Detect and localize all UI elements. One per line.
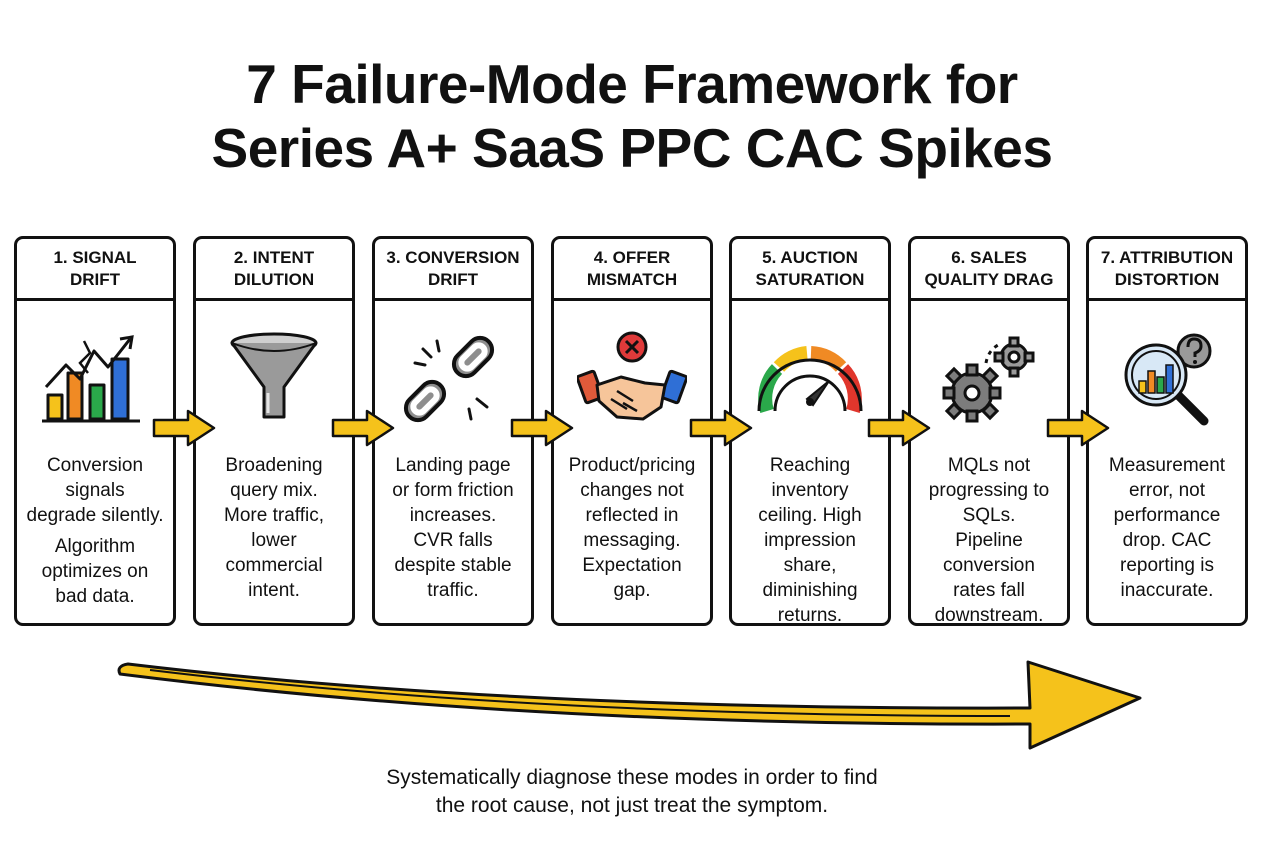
step-heading: 6. SALES QUALITY DRAG [911, 239, 1067, 301]
step-heading: 4. OFFER MISMATCH [554, 239, 710, 301]
description-line: ceiling. High [758, 505, 862, 526]
handshake-x-icon [554, 319, 710, 439]
description-line: Expectation [582, 555, 682, 576]
step-heading-line-1: 4. OFFER [593, 247, 671, 267]
gauge-icon [732, 319, 888, 439]
footer-line-2: the root cause, not just treat the sympt… [435, 794, 829, 817]
description-line: inventory [771, 480, 849, 501]
description-line: Broadening [225, 455, 323, 476]
step-heading-line-2: DRIFT [427, 269, 479, 289]
description-line: optimizes on [41, 561, 149, 582]
step-description: MQLs not progressing to SQLs. Pipeline c… [911, 453, 1067, 626]
step-description: Reaching inventory ceiling. High impress… [732, 453, 888, 626]
step-card-offer-mismatch: 4. OFFER MISMATCH Product/pricing change… [551, 236, 713, 626]
description-line: Algorithm [54, 536, 136, 557]
step-card-auction-saturation: 5. AUCTION SATURATION Reaching inventory… [729, 236, 891, 626]
description-line: impression [764, 530, 856, 551]
description-line: reporting is [1120, 555, 1214, 576]
broken-chain-icon [375, 319, 531, 439]
description-line: rates fall [953, 580, 1025, 601]
description-line: commercial [225, 555, 323, 576]
step-heading-line-1: 5. AUCTION [762, 247, 858, 267]
step-heading-line-1: 3. CONVERSION [386, 247, 520, 267]
description-line: signals [65, 480, 125, 501]
magnifier-question-icon [1089, 319, 1245, 439]
step-card-signal-drift: 1. SIGNAL DRIFT Conversion signals degra… [14, 236, 176, 626]
description-line: SQLs. [962, 505, 1016, 526]
step-heading-line-2: DISTORTION [1114, 269, 1220, 289]
description-line: CVR falls [413, 530, 493, 551]
step-card-sales-quality-drag: 6. SALES QUALITY DRAG [908, 236, 1070, 626]
description-line: increases. [409, 505, 497, 526]
connector-arrow-icon [510, 409, 574, 447]
step-heading: 2. INTENT DILUTION [196, 239, 352, 301]
description-line: despite stable [394, 555, 512, 576]
step-card-attribution-distortion: 7. ATTRIBUTION DISTORTION Measurement er… [1086, 236, 1248, 626]
description-line: lower [251, 530, 297, 551]
step-description: Conversion signals degrade silently. Alg… [17, 453, 173, 609]
connector-arrow-icon [331, 409, 395, 447]
connector-arrow-icon [152, 409, 216, 447]
title-line-1: 7 Failure-Mode Framework for [246, 53, 1018, 115]
description-line: Landing page [395, 455, 511, 476]
description-line: Measurement [1108, 455, 1226, 476]
connector-arrow-icon [1046, 409, 1110, 447]
description-line: share, [783, 555, 837, 576]
step-heading: 7. ATTRIBUTION DISTORTION [1089, 239, 1245, 301]
description-line: Pipeline [955, 530, 1023, 551]
description-line: MQLs not [947, 455, 1031, 476]
funnel-icon [196, 319, 352, 439]
description-line: Reaching [769, 455, 851, 476]
step-heading-line-2: MISMATCH [586, 269, 678, 289]
step-heading-line-2: SATURATION [755, 269, 865, 289]
step-description: Broadening query mix. More traffic, lowe… [196, 453, 352, 603]
connector-arrow-icon [867, 409, 931, 447]
connector-arrow-icon [689, 409, 753, 447]
step-heading: 5. AUCTION SATURATION [732, 239, 888, 301]
description-line: gap. [613, 580, 651, 601]
page-title: 7 Failure-Mode Framework for Series A+ S… [0, 52, 1264, 180]
footer-line-1: Systematically diagnose these modes in o… [386, 766, 878, 789]
description-line: query mix. [230, 480, 318, 501]
step-description: Landing page or form friction increases.… [375, 453, 531, 603]
description-line: diminishing [762, 580, 858, 601]
step-card-conversion-drift: 3. CONVERSION DRIFT Landing page or form… [372, 236, 534, 626]
description-line: Product/pricing [568, 455, 696, 476]
step-heading-line-1: 2. INTENT [233, 247, 315, 267]
step-heading-line-1: 1. SIGNAL [53, 247, 137, 267]
description-line: More traffic, [224, 505, 324, 526]
description-line: bad data. [55, 586, 135, 607]
step-heading: 3. CONVERSION DRIFT [375, 239, 531, 301]
description-line: or form friction [392, 480, 514, 501]
gears-icon [911, 319, 1067, 439]
description-line: conversion [943, 555, 1035, 576]
footer-caption: Systematically diagnose these modes in o… [0, 764, 1264, 820]
description-line: Conversion [46, 455, 144, 476]
bar-chart-broken-icon [17, 319, 173, 439]
description-line: error, not [1128, 480, 1206, 501]
step-description: Measurement error, not performance drop.… [1089, 453, 1245, 603]
description-line: changes not [580, 480, 684, 501]
description-line: returns. [777, 605, 843, 626]
description-line: progressing to [928, 480, 1050, 501]
sweep-arrow-icon [117, 660, 1142, 750]
step-heading-line-2: DRIFT [69, 269, 121, 289]
title-line-2: Series A+ SaaS PPC CAC Spikes [211, 117, 1053, 179]
description-line: reflected in [585, 505, 679, 526]
description-line: traffic. [427, 580, 479, 601]
step-heading: 1. SIGNAL DRIFT [17, 239, 173, 301]
step-heading-line-1: 6. SALES [951, 247, 1027, 267]
step-card-intent-dilution: 2. INTENT DILUTION Broadening query mix.… [193, 236, 355, 626]
description-line: drop. CAC [1122, 530, 1212, 551]
step-heading-line-2: DILUTION [233, 269, 315, 289]
step-description: Product/pricing changes not reflected in… [554, 453, 710, 603]
step-heading-line-2: QUALITY DRAG [924, 269, 1054, 289]
description-line: inaccurate. [1120, 580, 1214, 601]
step-heading-line-1: 7. ATTRIBUTION [1100, 247, 1234, 267]
description-line: degrade silently. [26, 505, 164, 526]
description-line: performance [1113, 505, 1221, 526]
description-line: intent. [248, 580, 300, 601]
description-line: downstream. [934, 605, 1044, 626]
description-line: messaging. [583, 530, 681, 551]
